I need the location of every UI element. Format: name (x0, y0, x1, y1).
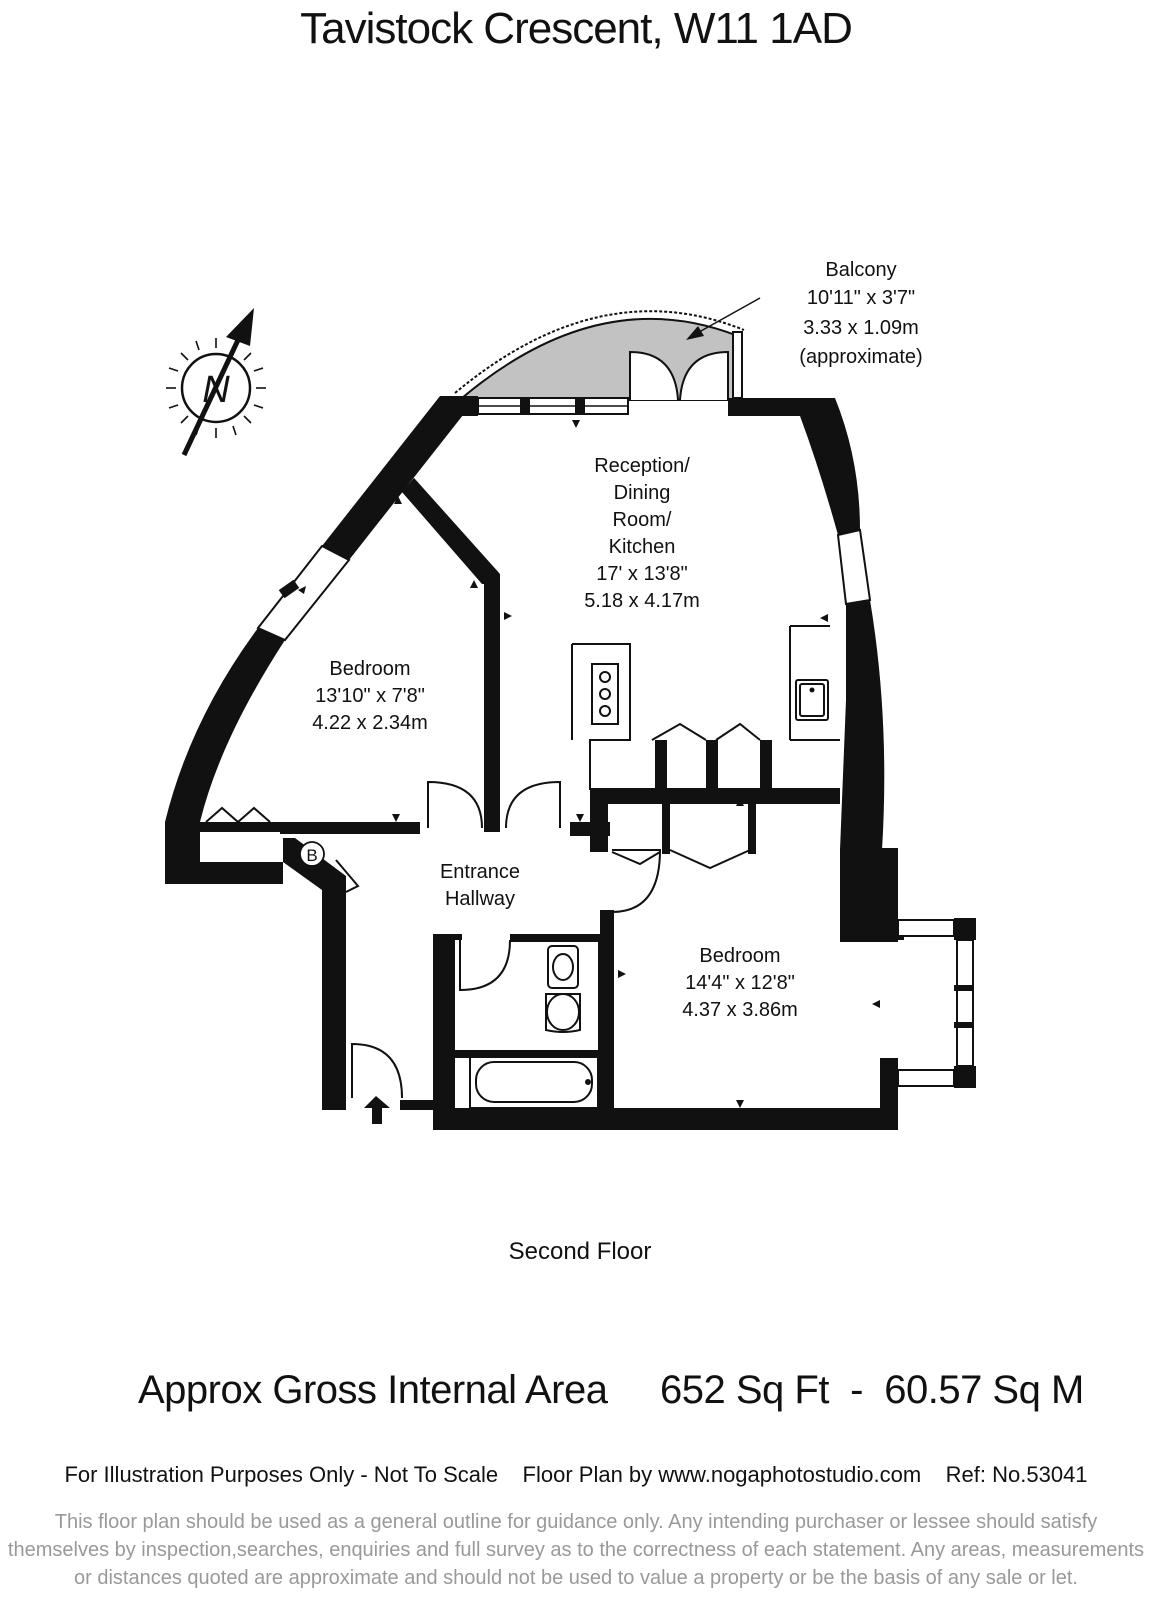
bedroom1-imperial: 13'10" x 7'8" (315, 685, 425, 707)
reception-imperial: 17' x 13'8" (596, 563, 687, 585)
compass-letter: N (202, 369, 230, 411)
sink-icon (795, 679, 829, 721)
reception-line3: Room/ (613, 509, 672, 531)
bath-icon (469, 1055, 599, 1109)
balcony (454, 297, 761, 401)
markers (298, 420, 880, 1108)
interior-walls (200, 478, 840, 1110)
balcony-pointer-icon (686, 326, 704, 340)
bedroom2-imperial: 14'4" x 12'8" (685, 972, 795, 994)
boiler-symbol: B (306, 846, 317, 865)
disclaimer-line: or distances quoted are approximate and … (74, 1567, 1078, 1589)
bedroom1-metric: 4.22 x 2.34m (312, 712, 428, 734)
doors (205, 722, 761, 1099)
balcony-name: Balcony (825, 259, 896, 281)
balcony-note: (approximate) (799, 346, 922, 368)
boiler: B (299, 841, 325, 867)
hob-icon (591, 663, 619, 725)
north-arrow-shaft (181, 338, 241, 457)
disclaimer: This floor plan should be used as a gene… (0, 1508, 1152, 1592)
floor-label: Second Floor (508, 1238, 652, 1265)
room-labels: Balcony 10'11" x 3'7" 3.33 x 1.09m (appr… (312, 259, 923, 1021)
balcony-imperial: 10'11" x 3'7" (807, 287, 915, 309)
hallway-line1: Entrance (440, 861, 520, 883)
area-value: 652 Sq Ft - 60.57 Sq M (660, 1368, 1084, 1412)
balcony-metric: 3.33 x 1.09m (803, 317, 919, 339)
entrance-arrow-icon (364, 1096, 390, 1124)
bedroom2-name: Bedroom (699, 945, 780, 967)
page-title: Tavistock Crescent, W11 1AD (300, 4, 853, 53)
bedroom1-name: Bedroom (329, 658, 410, 680)
reception-metric: 5.18 x 4.17m (584, 590, 700, 612)
bathroom-fittings (469, 945, 599, 1109)
floor-plan: N (165, 259, 976, 1130)
hallway-line2: Hallway (445, 888, 515, 910)
basin-icon (547, 945, 579, 989)
footer-credits: For Illustration Purposes Only - Not To … (64, 1462, 1088, 1487)
bedroom2-metric: 4.37 x 3.86m (682, 999, 798, 1021)
walls (165, 396, 976, 1130)
area-label: Approx Gross Internal Area (138, 1368, 608, 1412)
toilet-icon (545, 993, 581, 1033)
disclaimer-line: This floor plan should be used as a gene… (54, 1511, 1098, 1533)
reception-line2: Dining (614, 482, 671, 504)
north-arrow-icon (226, 308, 254, 346)
disclaimer-line: themselves by inspection,searches, enqui… (7, 1539, 1145, 1561)
reception-line1: Reception/ (594, 455, 690, 477)
reception-line4: Kitchen (609, 536, 676, 558)
compass: N (166, 308, 266, 457)
kitchen-fittings (571, 625, 840, 790)
